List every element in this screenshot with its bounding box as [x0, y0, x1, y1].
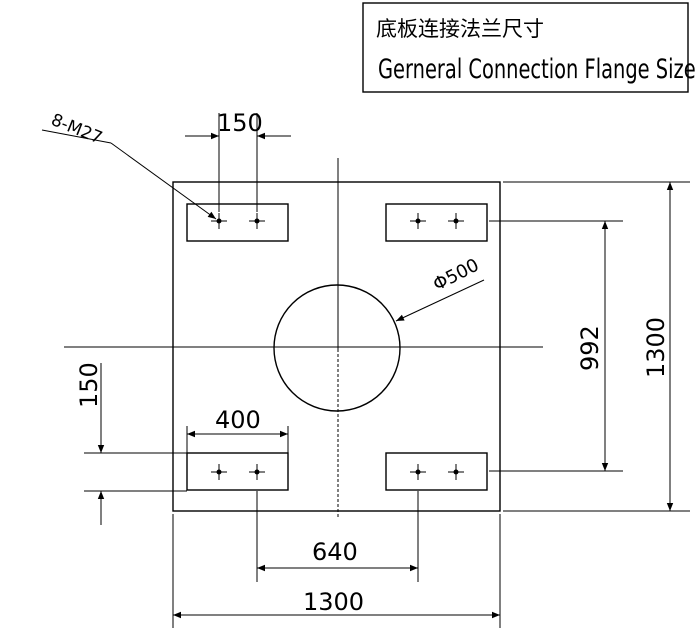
bolt-hole: [249, 213, 265, 229]
bolt-spec-label: 8-M27: [48, 110, 105, 148]
pad-edge-offset-dimension: [84, 363, 187, 525]
bolt-hole: [410, 213, 426, 229]
bolt-pad-top-left: [186, 203, 289, 242]
plate-width-label: 1300: [303, 588, 364, 616]
pad-width-label: 400: [215, 406, 261, 434]
plate-height-dimension: [503, 181, 690, 512]
title-cn: 底板连接法兰尺寸: [376, 17, 544, 41]
bolt-spacing-label: 150: [217, 109, 263, 137]
bolt-group-label: 640: [312, 538, 358, 566]
bolt-pad-top-right: [385, 203, 488, 242]
bolt-pad-bottom-right: [385, 452, 488, 491]
plate-height-label: 1300: [642, 317, 670, 378]
title-block: [362, 2, 689, 93]
pad-vertical-label: 992: [576, 325, 604, 371]
bolt-group-dimension: [256, 491, 419, 582]
center-hole: [273, 284, 401, 412]
pad-vertical-dimension: [489, 220, 623, 472]
title-en: Gerneral Connection Flange Size: [378, 53, 696, 85]
pad-width-dimension: [186, 426, 289, 453]
center-hole-leader: [395, 279, 485, 322]
pad-edge-offset-label: 150: [75, 362, 103, 408]
bolt-hole: [448, 213, 464, 229]
bolt-hole: [249, 464, 265, 480]
bolt-spec-leader: [41, 129, 217, 220]
bolt-hole: [410, 464, 426, 480]
bolt-hole: [448, 464, 464, 480]
bolt-hole: [211, 213, 227, 229]
bolt-hole: [211, 464, 227, 480]
center-hole-label: Φ500: [430, 255, 483, 296]
bolt-spacing-dimension: [185, 113, 291, 212]
plate-width-dimension: [172, 514, 501, 628]
bolt-pad-bottom-left: [186, 452, 289, 491]
